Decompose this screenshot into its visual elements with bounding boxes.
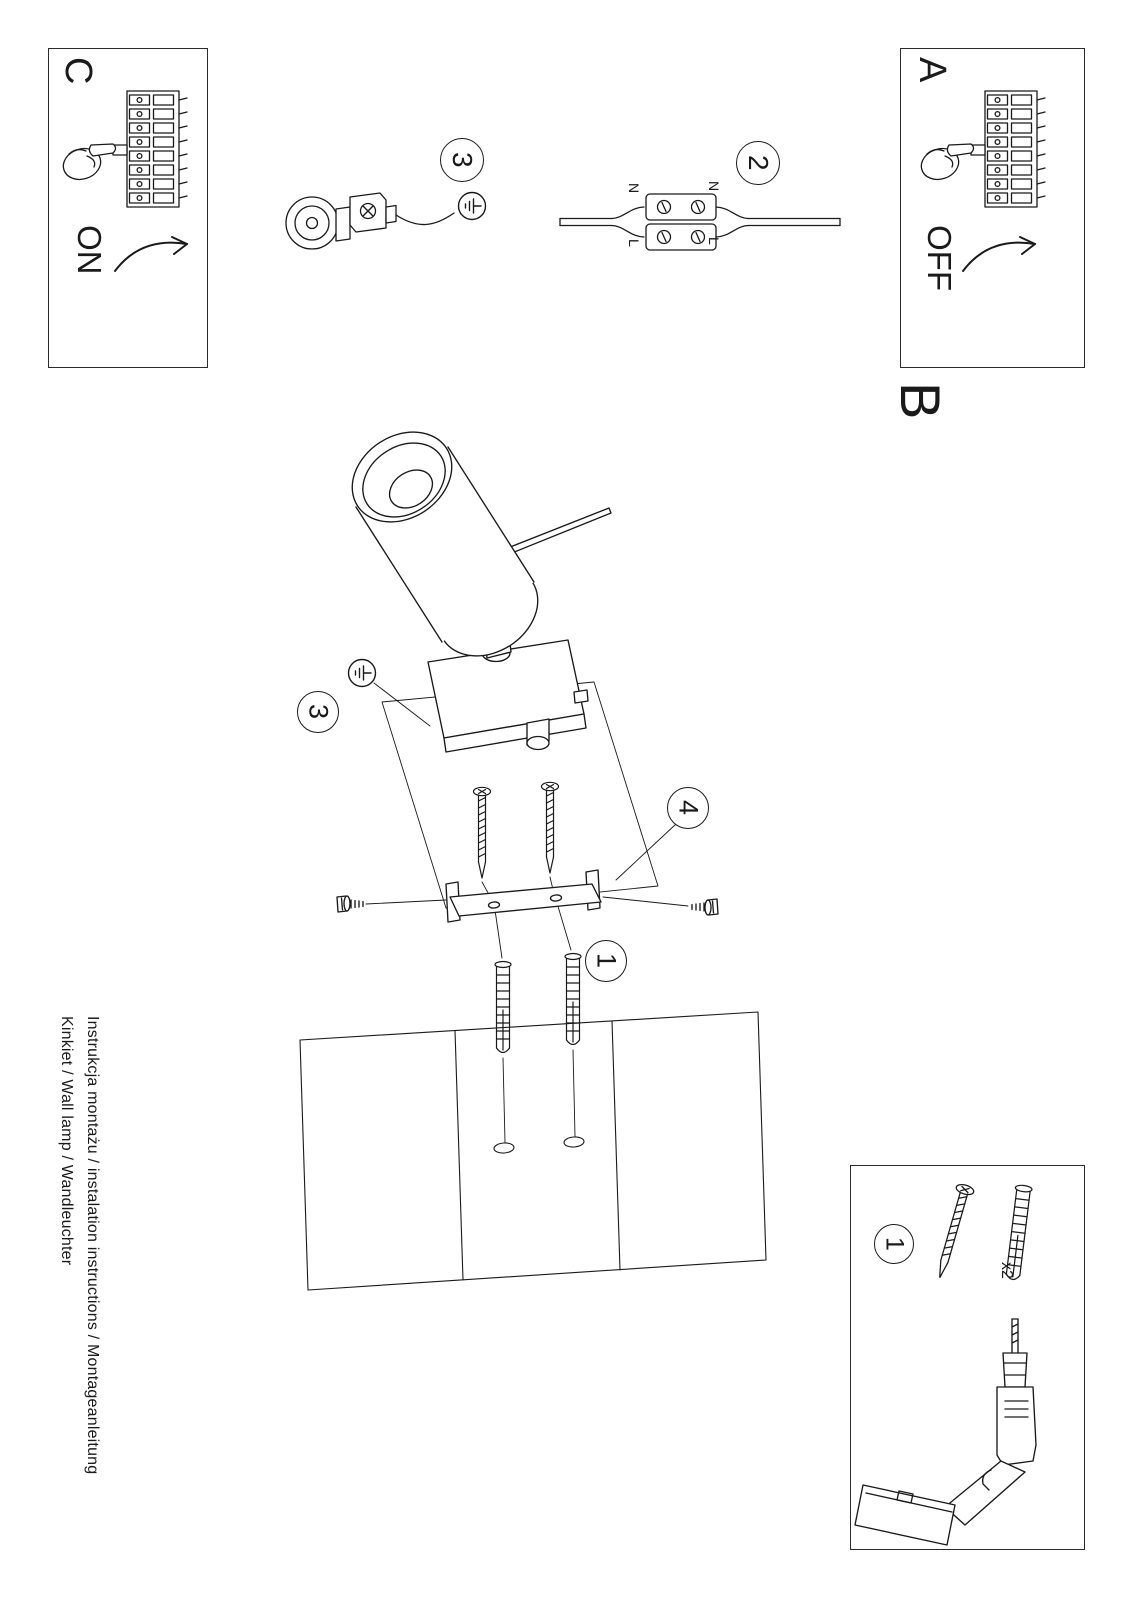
panel-a-state-off: OFF bbox=[921, 225, 958, 291]
step-1-badge-parts: 1 bbox=[874, 1224, 914, 1264]
wall-section-drawing bbox=[299, 1011, 767, 1291]
wiring-label-n-left: N bbox=[626, 183, 642, 194]
hand-pressing-breaker-icon bbox=[916, 90, 1046, 208]
wiring-label-n-right: N bbox=[706, 181, 722, 192]
mounting-bracket-drawing bbox=[449, 883, 602, 917]
screw-and-plug-diagram bbox=[930, 1182, 1033, 1282]
wall-plug-icon bbox=[494, 960, 512, 1054]
curved-arrow-icon bbox=[962, 236, 1036, 272]
wiring-label-l-right: L bbox=[706, 237, 722, 245]
panel-a-label: A bbox=[911, 57, 953, 83]
step-2-badge: 2 bbox=[736, 141, 780, 185]
wall-plug-icon bbox=[564, 952, 582, 1046]
hand-pressing-breaker-icon bbox=[58, 90, 188, 208]
step-3-badge-assembly: 3 bbox=[297, 691, 339, 733]
panel-c-state-on: ON bbox=[71, 225, 108, 275]
panel-c-label: C bbox=[57, 57, 99, 85]
curved-arrow-icon bbox=[114, 236, 188, 272]
quantity-label: x2 bbox=[998, 1262, 1015, 1279]
parts-box: 1 bbox=[850, 1165, 1085, 1550]
lamp-holder-ground-diagram bbox=[285, 191, 487, 250]
step-4-badge: 4 bbox=[667, 787, 709, 829]
mounting-screw-icon bbox=[472, 786, 492, 879]
step-3-badge: 3 bbox=[440, 138, 484, 182]
exploded-assembly-diagram bbox=[299, 431, 767, 1291]
mounting-screw-icon bbox=[540, 781, 560, 874]
section-b-label: B bbox=[889, 382, 952, 420]
panel-c-box: C ON bbox=[48, 48, 208, 368]
step-1-badge-assembly: 1 bbox=[585, 940, 627, 982]
earth-ground-icon bbox=[457, 191, 487, 221]
footer-product: Kinkiet / Wall lamp / Wandleuchter bbox=[58, 1016, 75, 1266]
footer-instructions: Instrukcja montażu / instalation instruc… bbox=[84, 1016, 101, 1475]
earth-ground-icon bbox=[347, 658, 377, 688]
wiring-label-l-left: L bbox=[626, 239, 642, 247]
wire-connector-diagram bbox=[559, 193, 841, 251]
power-drill-icon bbox=[854, 1318, 1037, 1546]
panel-a-box: A OFF bbox=[900, 48, 1085, 368]
